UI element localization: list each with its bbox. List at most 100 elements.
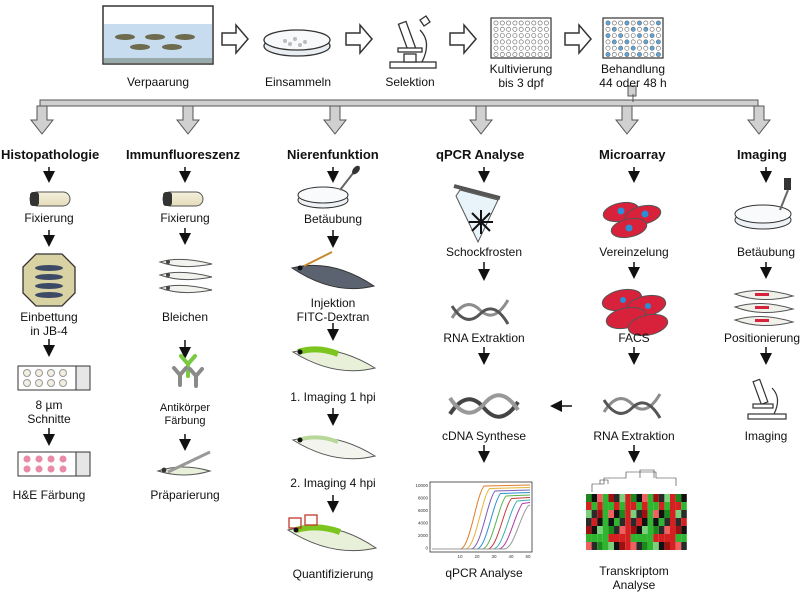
heatmap-cell	[675, 534, 682, 542]
heatmap-cell	[653, 526, 659, 534]
qpcr-x-tick: 20	[474, 554, 480, 559]
heatmap-cell	[614, 518, 620, 526]
heatmap-cell	[642, 502, 648, 510]
well	[630, 45, 636, 51]
immuno-step-praeparierung: Präparierung	[150, 488, 220, 502]
flow-arrows-top	[221, 22, 592, 56]
histo-step-einbettung-line1: Einbettung	[20, 310, 78, 324]
heatmap-cell	[647, 502, 654, 510]
well	[618, 39, 623, 45]
tube-snowflake-icon	[453, 184, 501, 244]
well	[637, 20, 642, 26]
qpcr-step-rna-extraktion: RNA Extraktion	[443, 331, 525, 345]
well	[525, 33, 530, 38]
heading-histopathologie: Histopathologie	[1, 147, 100, 162]
heatmap-cell	[681, 534, 687, 542]
step-arrows	[43, 167, 772, 513]
qpcr-y-tick: 10000	[415, 483, 428, 488]
rna-strand-icon-qpcr	[450, 299, 510, 325]
heatmap-cell	[642, 494, 648, 502]
qpcr-step-schockfrosten: Schockfrosten	[445, 245, 523, 259]
well	[656, 20, 661, 26]
well	[499, 45, 505, 51]
step-label-verpaarung: Verpaarung	[126, 75, 190, 89]
heatmap-cell	[636, 542, 642, 550]
heatmap-cell	[636, 534, 642, 542]
qpcr-x-tick: 50	[525, 554, 531, 559]
well	[531, 39, 537, 45]
well	[630, 20, 636, 26]
heatmap-cell	[653, 494, 659, 502]
well	[506, 52, 511, 57]
heatmap-cell	[670, 502, 676, 510]
well	[518, 39, 524, 45]
heatmap-cell	[642, 510, 648, 518]
well	[544, 45, 549, 51]
heatmap-cell	[591, 518, 598, 526]
well	[643, 20, 649, 26]
heatmap-cell	[681, 526, 687, 534]
well	[512, 20, 518, 26]
well	[493, 33, 499, 38]
heatmap-cell	[675, 494, 682, 502]
single-cells-icon	[602, 201, 662, 239]
heading-nierenfunktion: Nierenfunktion	[287, 147, 379, 162]
heatmap-cell	[625, 510, 631, 518]
heatmap-cell	[658, 494, 665, 502]
heatmap-cell	[636, 502, 642, 510]
well	[637, 39, 642, 45]
niere-step-imaging-1: 1. Imaging 1 hpi	[290, 390, 376, 404]
well	[531, 26, 537, 32]
well	[656, 45, 661, 51]
imaging-step-betaeubung: Betäubung	[736, 245, 796, 259]
well	[499, 52, 505, 57]
heatmap-cell	[608, 542, 614, 550]
well	[649, 52, 655, 57]
well	[512, 26, 518, 32]
heatmap-cell	[608, 534, 614, 542]
well	[605, 20, 611, 26]
fluorescent-larva-icon-2	[291, 435, 377, 460]
well	[506, 26, 511, 32]
qpcr-x-tick: 40	[508, 554, 514, 559]
heatmap-cell	[647, 534, 654, 542]
well	[537, 20, 543, 26]
heatmap-cell	[642, 518, 648, 526]
heatmap-cell	[647, 494, 654, 502]
heatmap-cell	[614, 502, 620, 510]
quantification-larva-icon	[286, 514, 378, 552]
well	[649, 39, 655, 45]
heatmap-cell	[675, 510, 682, 518]
heatmap-cell	[681, 518, 687, 526]
snowflake-icon	[469, 210, 493, 234]
well	[656, 33, 661, 38]
heatmap-cell	[658, 518, 665, 526]
well	[624, 39, 630, 45]
heatmap-cell	[647, 526, 654, 534]
histo-step-schnitte-line2: Schnitte	[27, 412, 71, 426]
well	[637, 45, 642, 51]
heatmap-cell	[675, 518, 682, 526]
well	[649, 20, 655, 26]
heatmap-cell	[681, 510, 687, 518]
heatmap-cell	[619, 526, 626, 534]
heatmap-cell	[630, 494, 637, 502]
heatmap-cell	[670, 542, 676, 550]
heatmap-cell	[681, 494, 687, 502]
heatmap-cell	[597, 542, 603, 550]
heatmap-cell	[670, 518, 676, 526]
heatmap-cell	[636, 526, 642, 534]
heatmap-cell	[636, 510, 642, 518]
well	[537, 26, 543, 32]
well	[656, 52, 661, 57]
well	[525, 45, 530, 51]
heatmap-cell	[597, 526, 603, 534]
well	[611, 45, 617, 51]
qpcr-y-tick: 8000	[418, 496, 429, 501]
heatmap-cell	[602, 542, 609, 550]
heatmap-cell	[670, 510, 676, 518]
micro-step-facs: FACS	[618, 331, 650, 345]
heatmap-cell	[586, 494, 592, 502]
heatmap-cell	[675, 526, 682, 534]
heatmap-cell	[586, 518, 592, 526]
